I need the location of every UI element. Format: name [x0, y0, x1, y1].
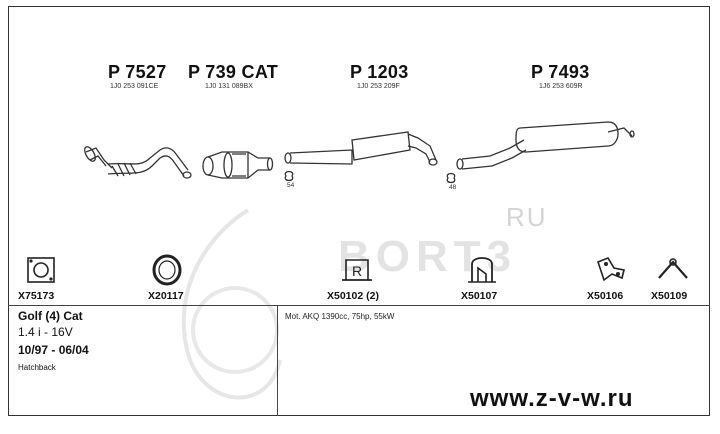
accessory-code-2: X20117: [148, 290, 184, 302]
ring-gasket-icon: [152, 254, 182, 286]
middle-silencer-drawing: [284, 131, 438, 166]
hanger-54-drawing: [284, 170, 294, 182]
vehicle-body: Hatchback: [18, 363, 56, 372]
v-hanger-icon: [658, 258, 688, 279]
table-column-divider: [277, 305, 278, 416]
watermark-ru: RU: [506, 202, 548, 232]
motor-info: Mot. AKQ 1390cc, 75hp, 55kW: [285, 312, 395, 321]
part-ref-1: 1J0 253 091CE: [110, 83, 159, 90]
accessory-code-4: X50107: [461, 290, 498, 302]
part-ref-2: 1J0 131 089BX: [205, 83, 253, 90]
vehicle-model: Golf (4) Cat: [18, 309, 83, 323]
part-code-1: P 7527: [108, 62, 167, 82]
vehicle-years: 10/97 - 06/04: [18, 343, 89, 357]
accessory-code-3: X50102 (2): [327, 290, 379, 302]
front-pipe-drawing: [84, 146, 192, 179]
rubber-mount-icon: [468, 257, 496, 283]
accessory-code-5: X50106: [587, 290, 624, 302]
site-url: www.z-v-w.ru: [470, 385, 634, 412]
accessory-code-1: X75173: [18, 290, 55, 302]
hanger-number-2: 48: [449, 184, 457, 191]
hanger-48-drawing: [446, 172, 456, 184]
bracket-icon: [597, 257, 625, 282]
catalyst-drawing: [202, 151, 274, 179]
rubber-hanger-icon: R: [342, 259, 372, 281]
accessory-code-6: X50109: [651, 290, 688, 302]
part-code-3: P 1203: [350, 62, 409, 82]
svg-text:R: R: [352, 263, 362, 279]
watermark-main: BORT3: [338, 232, 518, 281]
part-ref-4: 1J6 253 609R: [539, 83, 583, 90]
part-ref-3: 1J0 253 209F: [357, 83, 400, 90]
diagram-frame: [8, 6, 710, 416]
hanger-number-1: 54: [287, 182, 295, 189]
part-code-4: P 7493: [531, 62, 590, 82]
table-divider: [8, 305, 710, 306]
gasket-square-icon: [27, 257, 55, 283]
part-code-2: P 739 CAT: [188, 62, 279, 82]
rear-silencer-drawing: [456, 121, 635, 170]
vehicle-engine: 1.4 i - 16V: [18, 325, 73, 339]
